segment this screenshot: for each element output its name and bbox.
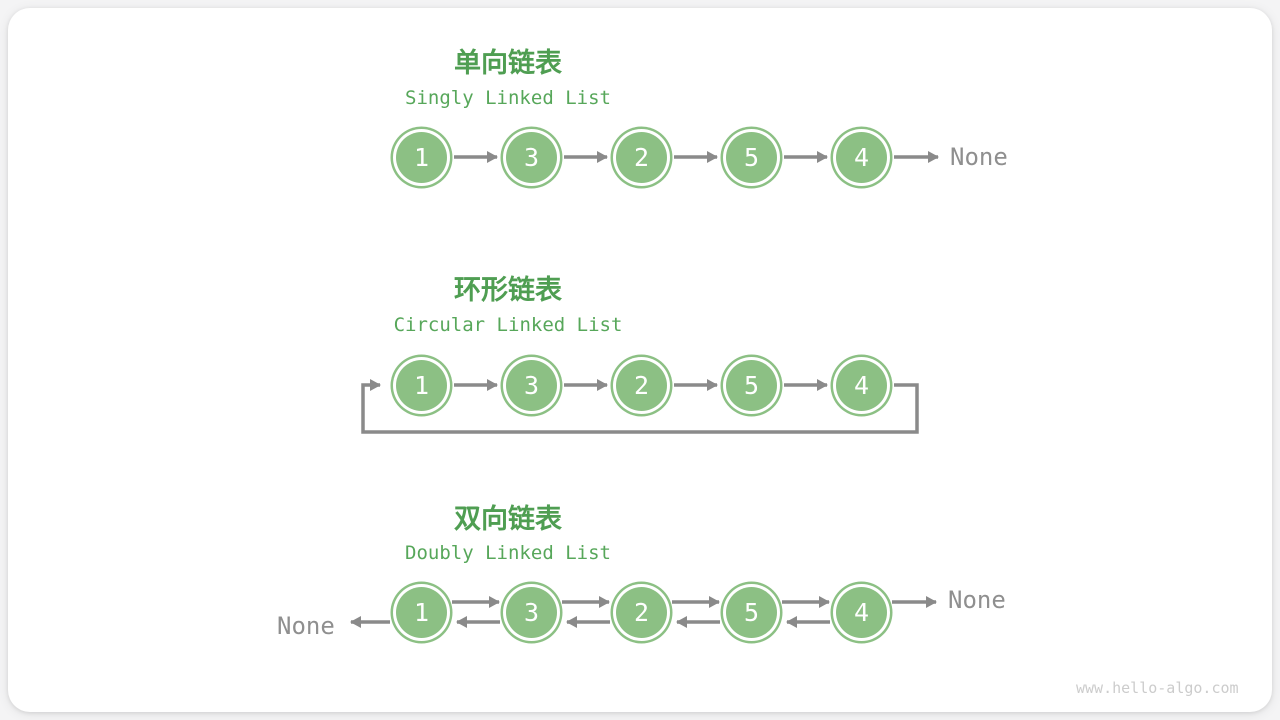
- doubly-title-en: Doubly Linked List: [405, 542, 611, 564]
- node-value: 1: [413, 143, 430, 172]
- node-value: 4: [853, 371, 870, 400]
- doubly-node-4: 5: [726, 587, 777, 638]
- singly-node-5: 4: [836, 132, 887, 183]
- doubly-title-zh: 双向链表: [454, 504, 562, 534]
- watermark: www.hello-algo.com: [1076, 679, 1239, 697]
- node-value: 3: [523, 371, 540, 400]
- node-value: 2: [633, 598, 650, 627]
- singly-title-zh: 单向链表: [454, 48, 562, 78]
- node-value: 5: [743, 143, 760, 172]
- node-value: 3: [523, 598, 540, 627]
- node-value: 2: [633, 143, 650, 172]
- singly-title-en: Singly Linked List: [405, 87, 611, 109]
- doubly-node-2: 3: [506, 587, 557, 638]
- singly-node-2: 3: [506, 132, 557, 183]
- circular-node-1: 1: [396, 360, 447, 411]
- node-value: 4: [853, 598, 870, 627]
- doubly-node-1: 1: [396, 587, 447, 638]
- circular-node-5: 4: [836, 360, 887, 411]
- circular-node-4: 5: [726, 360, 777, 411]
- singly-node-1: 1: [396, 132, 447, 183]
- doubly-node-5: 4: [836, 587, 887, 638]
- node-value: 4: [853, 143, 870, 172]
- node-value: 3: [523, 143, 540, 172]
- doubly-head-none-label: None: [277, 612, 335, 640]
- node-value: 5: [743, 371, 760, 400]
- node-value: 5: [743, 598, 760, 627]
- doubly-node-3: 2: [616, 587, 667, 638]
- node-value: 1: [413, 598, 430, 627]
- node-value: 2: [633, 371, 650, 400]
- singly-node-4: 5: [726, 132, 777, 183]
- singly-node-3: 2: [616, 132, 667, 183]
- singly-none-label: None: [950, 143, 1008, 171]
- circular-title-zh: 环形链表: [454, 275, 562, 305]
- circular-node-2: 3: [506, 360, 557, 411]
- circular-node-3: 2: [616, 360, 667, 411]
- node-value: 1: [413, 371, 430, 400]
- circular-title-en: Circular Linked List: [393, 314, 623, 336]
- doubly-tail-none-label: None: [948, 586, 1006, 614]
